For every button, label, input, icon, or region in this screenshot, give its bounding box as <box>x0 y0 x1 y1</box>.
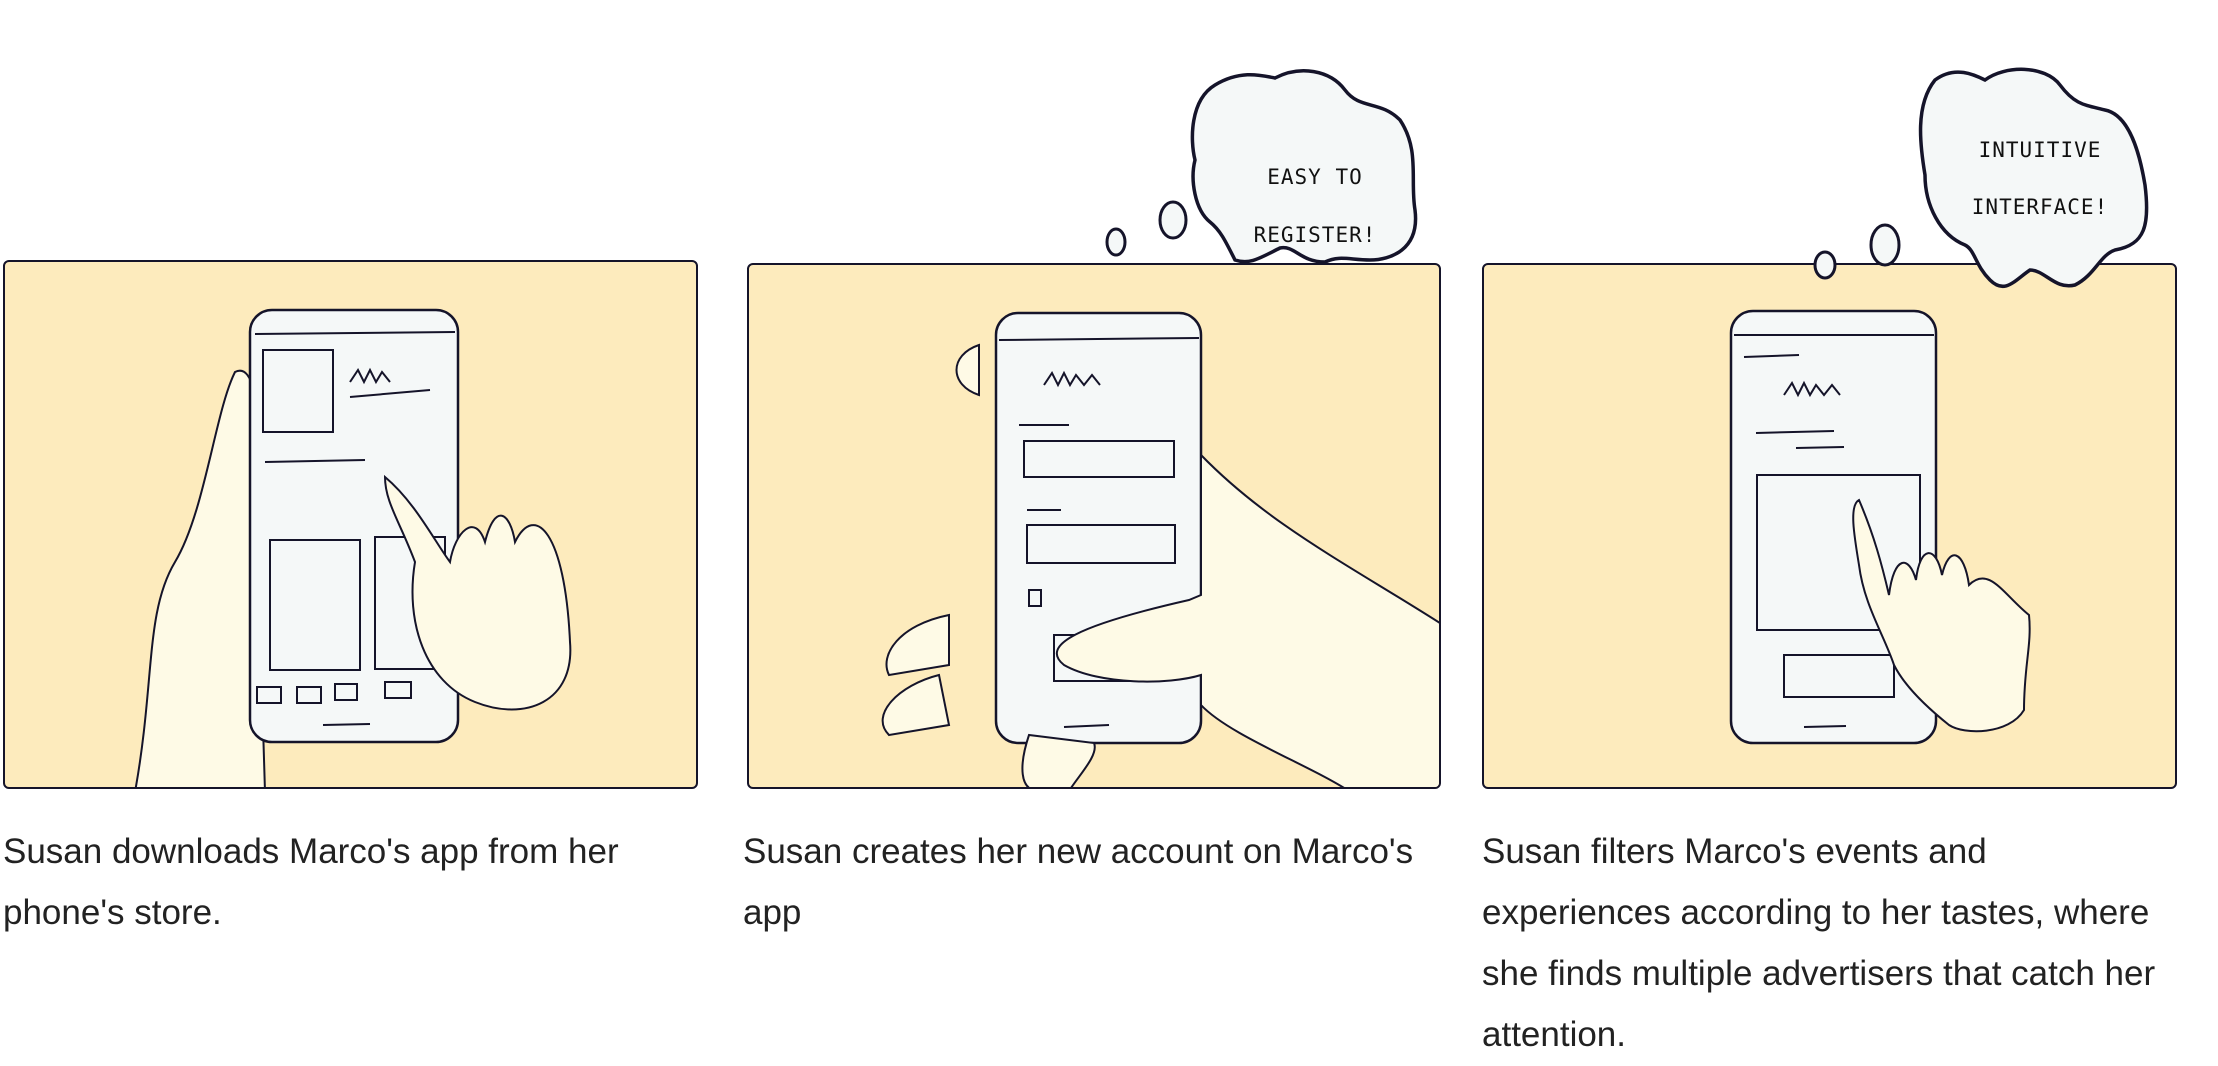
thought-bubble-2: EASY TO REGISTER! <box>1100 60 1480 270</box>
thought-text-line-1: EASY TO <box>1267 165 1363 189</box>
storyboard-panel-1 <box>3 260 698 789</box>
storyboard-panel-2 <box>747 263 1441 789</box>
thought-text-line-2: INTERFACE! <box>1971 195 2109 219</box>
thought-bubble-3: INTUITIVE INTERFACE! <box>1805 55 2218 295</box>
thought-cloud-icon <box>1813 67 2149 288</box>
panel-3-caption: Susan filters Marco's events and experie… <box>1482 832 2156 1054</box>
panel-1-caption: Susan downloads Marco's app from her pho… <box>3 832 619 932</box>
panel-2-caption: Susan creates her new account on Marco's… <box>743 832 1414 932</box>
thought-text-line-2: REGISTER! <box>1253 223 1377 247</box>
account-creation-illustration <box>881 311 1439 787</box>
filter-events-illustration <box>1729 309 2031 745</box>
storyboard-panel-3 <box>1482 263 2177 789</box>
thought-cloud-icon <box>1105 69 1418 264</box>
phone-download-illustration <box>134 308 572 787</box>
thought-text-line-1: INTUITIVE <box>1978 138 2102 162</box>
